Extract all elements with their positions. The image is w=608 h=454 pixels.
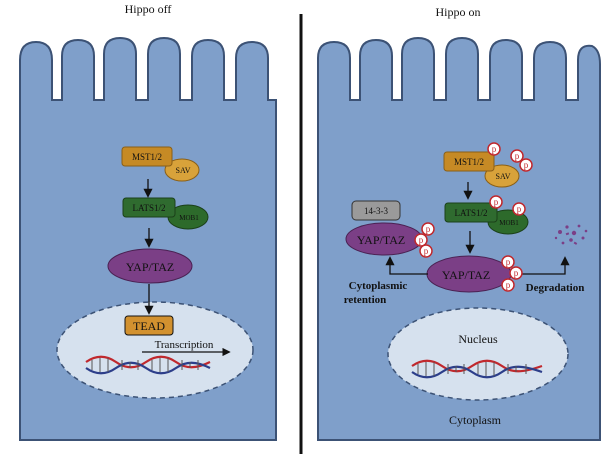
phospho-badge: p (519, 158, 533, 172)
tead-protein (124, 315, 174, 336)
svg-text:p: p (426, 224, 431, 234)
right-lats-label: LATS1/2 (454, 208, 487, 218)
retained-yap-label: YAP/TAZ (357, 233, 405, 247)
tead-label: TEAD (133, 319, 165, 333)
right-mst-label: MST1/2 (454, 157, 484, 167)
cytoplasm-label: Cytoplasm (449, 413, 502, 427)
phospho-badge: p (421, 222, 435, 236)
left-mob-label: MOB1 (179, 214, 199, 222)
left-yap-label: YAP/TAZ (126, 260, 174, 274)
phospho-badge: p (489, 195, 503, 209)
svg-text:p: p (424, 246, 429, 256)
left-sav-protein (164, 158, 200, 182)
phospho-badge: p (512, 202, 526, 216)
svg-text:p: p (517, 204, 522, 214)
right-dna-helix (411, 359, 543, 379)
left-mst-label: MST1/2 (132, 152, 162, 162)
cytoplasmic-retention-label-line1: Cytoplasmic (349, 280, 408, 292)
svg-text:p: p (494, 197, 499, 207)
svg-text:p: p (515, 151, 520, 161)
svg-text:p: p (506, 280, 511, 290)
degradation-arrow (520, 256, 570, 275)
right-lats-protein (444, 202, 498, 223)
binding-protein-14-3-3 (351, 200, 401, 221)
transcription-label: Transcription (155, 339, 214, 351)
phospho-badge: p (419, 244, 433, 258)
right-yap-label: YAP/TAZ (442, 268, 490, 282)
nucleus-label: Nucleus (458, 332, 498, 346)
svg-text:p: p (506, 257, 511, 267)
left-nucleus (56, 301, 254, 399)
degradation-label: Degradation (526, 282, 585, 294)
phospho-badge: p (501, 255, 515, 269)
left-yap-protein (107, 248, 193, 284)
right-mst-protein (443, 151, 495, 172)
left-panel-title: Hippo off (125, 2, 172, 16)
right-panel-title: Hippo on (436, 5, 481, 19)
svg-text:p: p (419, 235, 424, 245)
svg-text:p: p (524, 160, 529, 170)
svg-text:p: p (492, 144, 497, 154)
left-mst-protein (121, 146, 173, 167)
left-lats-label: LATS1/2 (132, 203, 165, 213)
cytoplasmic-retention-label-line2: retention (344, 294, 387, 306)
svg-text:p: p (514, 268, 519, 278)
degradation-fragments-icon (554, 224, 588, 245)
right-mob-label: MOB1 (499, 219, 519, 227)
retention-arrow (385, 256, 428, 275)
phospho-badge: p (501, 278, 515, 292)
right-sav-label: SAV (496, 172, 511, 181)
phospho-badge: p (414, 233, 428, 247)
phospho-badge: p (510, 149, 524, 163)
left-lats-protein (122, 197, 176, 218)
right-nucleus (387, 307, 569, 401)
phospho-badge: p (509, 266, 523, 280)
left-dna-helix (85, 355, 211, 375)
left-sav-label: SAV (176, 166, 191, 175)
phospho-badge: p (487, 142, 501, 156)
binding-protein-label: 14-3-3 (364, 206, 388, 216)
